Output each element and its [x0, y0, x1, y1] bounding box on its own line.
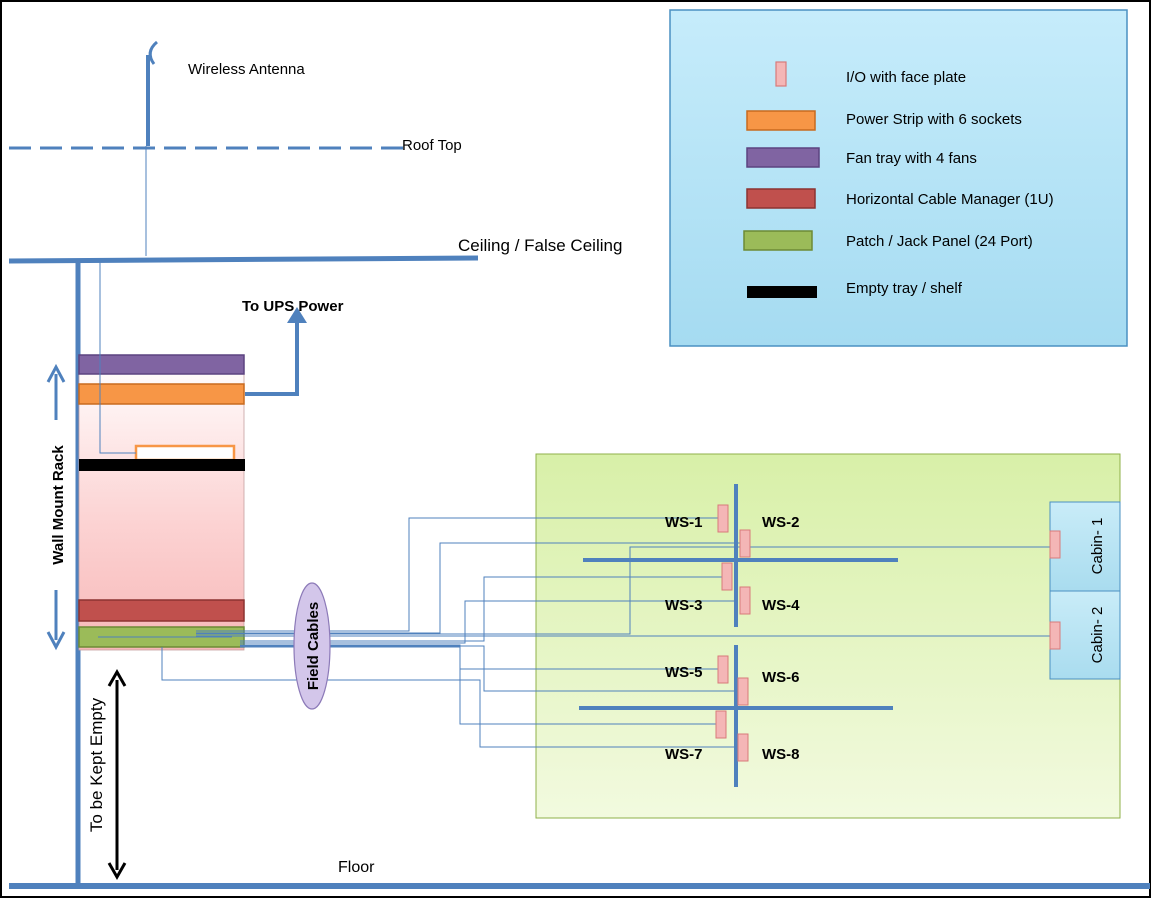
legend-patch-panel-label: Patch / Jack Panel (24 Port) [846, 233, 1033, 250]
ws-8-io-plate [737, 733, 749, 762]
ws-1-io-plate [717, 504, 729, 533]
rack-fan-tray [78, 354, 245, 375]
ws-4-io-plate [739, 586, 751, 615]
cabin-1-box [1049, 501, 1121, 592]
legend-cable-manager-label: Horizontal Cable Manager (1U) [846, 191, 1054, 208]
ws-7-label: WS-7 [665, 746, 703, 763]
legend-box [669, 9, 1128, 347]
rack-height-arrow [46, 363, 66, 651]
field-cables-bubble [293, 582, 331, 710]
ws-2-label: WS-2 [762, 514, 800, 531]
floor-label: Floor [338, 859, 375, 876]
ws-4-label: WS-4 [762, 597, 800, 614]
ups-arrow-head [287, 307, 307, 323]
ws-8-label: WS-8 [762, 746, 800, 763]
antenna-feed-cable [99, 262, 136, 454]
wall-mount-rack-label: Wall Mount Rack [50, 445, 67, 565]
cabin-1-label: Cabin- 1 [1089, 518, 1106, 575]
wireless-antenna [145, 40, 159, 256]
legend-empty-shelf-label: Empty tray / shelf [846, 280, 963, 297]
rack-power-strip [78, 383, 245, 405]
fan-tray-swatch [746, 147, 820, 168]
cable-manager-swatch [746, 188, 816, 209]
legend-io-label: I/O with face plate [846, 69, 966, 86]
ups-power-label: To UPS Power [242, 298, 344, 315]
workstation-cluster-bottom [579, 645, 893, 787]
power-strip-swatch [746, 110, 816, 131]
rack-cable-manager [78, 599, 245, 622]
clearance-arrow [107, 668, 127, 881]
roof-top-label: Roof Top [402, 137, 462, 154]
cabin-2-label: Cabin- 2 [1089, 607, 1106, 664]
legend-power-strip-label: Power Strip with 6 sockets [846, 111, 1022, 128]
ws-3-io-plate [721, 562, 733, 591]
wireless-antenna-label: Wireless Antenna [188, 61, 305, 78]
ups-power-connector [245, 322, 299, 396]
ws-6-io-plate [737, 677, 749, 706]
ceiling-label: Ceiling / False Ceiling [458, 236, 622, 255]
rack-empty-shelf [79, 459, 245, 471]
legend-fan-tray-label: Fan tray with 4 fans [846, 150, 977, 167]
cabin-2-io-plate [1049, 621, 1061, 650]
rack-shelf-device [134, 444, 236, 462]
cabin-1-io-plate [1049, 530, 1061, 559]
ws-3-label: WS-3 [665, 597, 703, 614]
io-plates [715, 504, 1061, 762]
ws-5-label: WS-5 [665, 664, 703, 681]
ws-2-io-plate [739, 529, 751, 558]
ws-5-io-plate [717, 655, 729, 684]
patch-panel-swatch [743, 230, 813, 251]
workstation-cluster-top [583, 484, 898, 627]
ws-6-label: WS-6 [762, 669, 800, 686]
field-cables-label: Field Cables [305, 602, 322, 690]
antenna-icon [148, 40, 159, 65]
kept-empty-label: To be Kept Empty [87, 697, 106, 832]
ceiling-line [8, 255, 479, 264]
ws-7-io-plate [715, 710, 727, 739]
io-plate-swatch [775, 61, 787, 87]
empty-shelf-swatch [747, 286, 817, 298]
ws-1-label: WS-1 [665, 514, 703, 531]
wall-mount-rack [78, 354, 245, 651]
legend: I/O with face plate Power Strip with 6 s… [669, 9, 1128, 347]
